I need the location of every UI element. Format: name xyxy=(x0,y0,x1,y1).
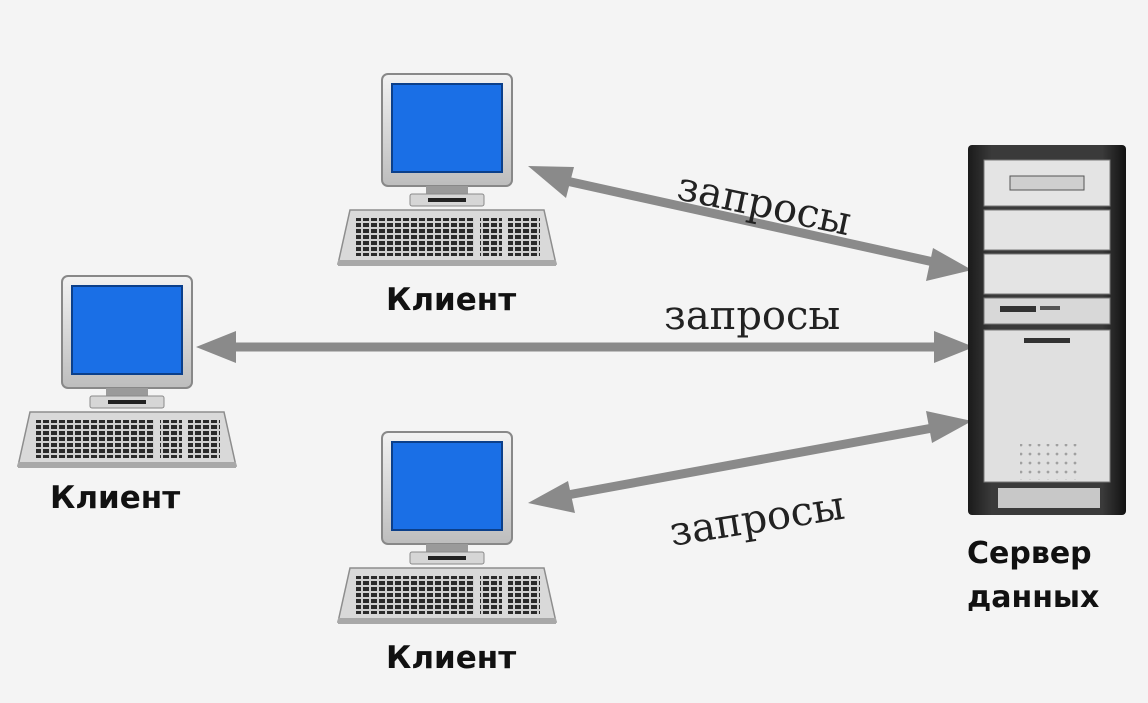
computer-icon xyxy=(337,73,557,267)
computer-icon xyxy=(337,431,557,625)
client-label: Клиент xyxy=(386,640,517,676)
client-label: Клиент xyxy=(50,480,181,516)
request-arrow-bottom xyxy=(528,411,972,513)
server-label: Сервер данных xyxy=(967,532,1099,620)
request-arrow-middle xyxy=(196,331,974,363)
client-label: Клиент xyxy=(386,282,517,318)
request-arrow-top xyxy=(528,166,972,281)
request-label: запросы xyxy=(664,293,841,339)
computer-icon xyxy=(17,275,237,469)
server-tower-icon xyxy=(968,145,1126,515)
server-label-line2: данных xyxy=(967,580,1100,615)
server-label-line1: Сервер xyxy=(967,536,1092,571)
